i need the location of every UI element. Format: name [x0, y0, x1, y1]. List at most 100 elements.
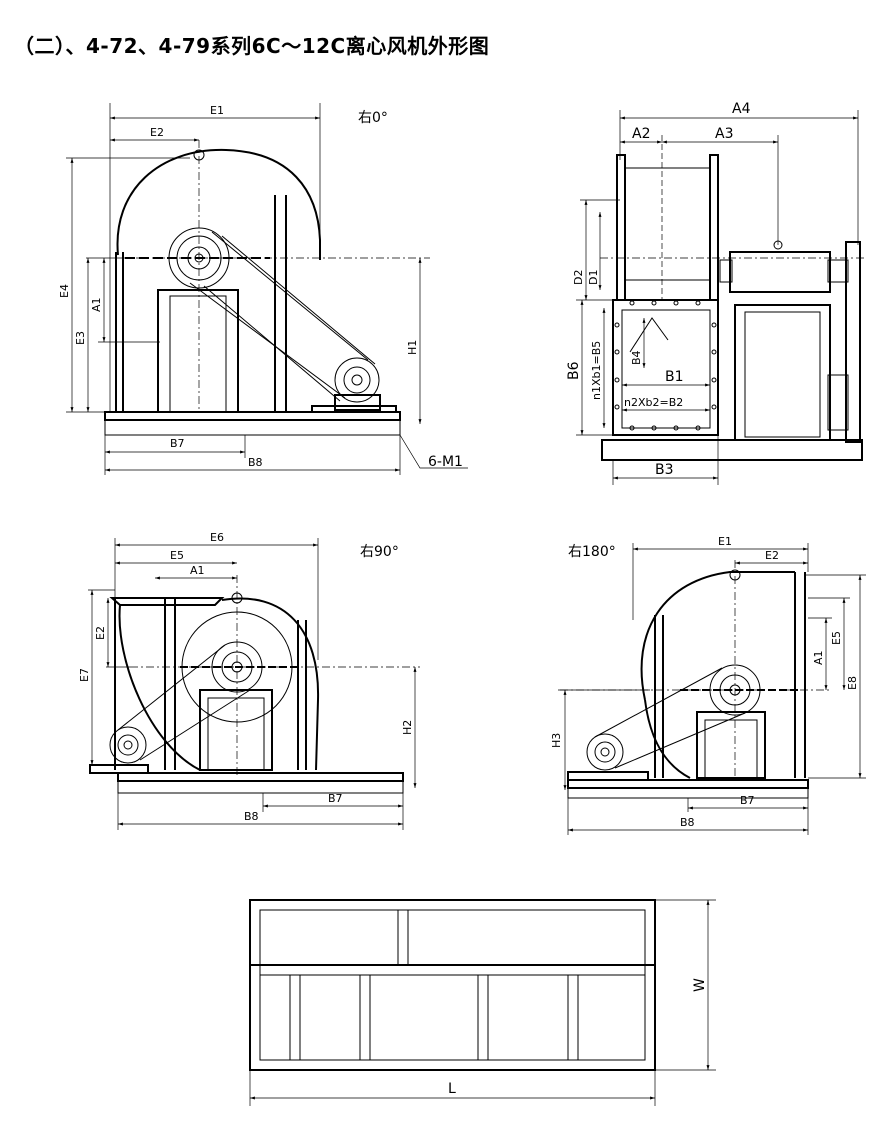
base-frame-top [117, 772, 404, 782]
bearing-pedestal [199, 689, 273, 771]
base-frame-top [567, 779, 809, 789]
motor-pulley-hub [351, 374, 363, 386]
housing-right-flange [709, 154, 719, 301]
outlet-inner [621, 309, 711, 429]
base-frame-side [567, 787, 809, 799]
view-title-right-0: 右0° [358, 110, 388, 126]
bearing-pedestal-inner [704, 719, 758, 779]
view-right-90: 右90° E [78, 531, 420, 830]
label-a2: A2 [632, 126, 650, 142]
label-e2: E2 [765, 549, 779, 562]
motor-pulley-mid [594, 741, 616, 763]
leader-m1 [399, 434, 468, 469]
label-a1: A1 [90, 297, 103, 312]
base-outer [249, 899, 656, 1071]
bearing-pedestal [696, 711, 766, 779]
grease-nipple [773, 240, 783, 250]
outlet-top [109, 597, 225, 606]
belt-lower [139, 689, 251, 761]
fan-casing [116, 148, 321, 260]
label-b8: B8 [248, 456, 263, 469]
label-a1: A1 [190, 564, 205, 577]
label-e4: E4 [58, 284, 71, 298]
motor-pulley-outer [109, 726, 147, 764]
bearing-pedestal-inner [207, 697, 265, 771]
label-e7: E7 [78, 668, 91, 682]
outlet-flange [612, 299, 719, 436]
label-d2: D2 [572, 270, 585, 285]
outlet-damper [629, 317, 669, 353]
label-b6: B6 [566, 361, 582, 380]
motor-pulley-hub [123, 740, 133, 750]
housing-left-flange [616, 154, 626, 301]
shaft-right-end [827, 259, 849, 283]
label-d1: D1 [587, 270, 600, 285]
motor-side [827, 374, 849, 431]
label-n1: n1Xb1=B5 [590, 341, 603, 400]
belt-upper-2 [221, 235, 376, 365]
label-e2: E2 [94, 626, 107, 640]
pedestal-inner [744, 311, 821, 438]
label-e2: E2 [150, 126, 164, 139]
bearing-housing [729, 251, 831, 293]
motor-pulley-outer [586, 733, 624, 771]
belt-lower-2 [203, 285, 341, 402]
label-b7: B7 [740, 794, 755, 807]
view-right-0: 右0° [58, 103, 468, 475]
motor-rail [567, 771, 649, 781]
belt-upper [117, 644, 226, 731]
label-e5: E5 [170, 549, 184, 562]
label-m1: 6-M1 [428, 454, 463, 470]
label-b7: B7 [328, 792, 343, 805]
view-side: A4 A2 A3 [566, 101, 865, 485]
motor-rail [89, 764, 149, 774]
casing-curve [640, 571, 795, 701]
belt-lower [189, 282, 346, 399]
motor-pulley-outer [334, 357, 380, 403]
label-b7: B7 [170, 437, 185, 450]
shaft-left-end [719, 259, 733, 283]
label-e6: E6 [210, 531, 224, 544]
label-l: L [448, 1081, 456, 1097]
casing-curve [118, 604, 201, 771]
label-e1: E1 [718, 535, 732, 548]
label-b8: B8 [680, 816, 695, 829]
motor-pulley-hub [600, 747, 610, 757]
pulley-side [845, 241, 861, 443]
label-e3: E3 [74, 331, 87, 345]
bearing-pedestal-inner [169, 295, 227, 413]
motor-base [334, 394, 381, 411]
label-a3: A3 [715, 126, 733, 142]
label-b4: B4 [630, 350, 643, 365]
label-w: W [692, 978, 708, 992]
label-a1: A1 [812, 650, 825, 665]
label-e1: E1 [210, 104, 224, 117]
motor-pulley-mid [117, 734, 139, 756]
motor-rail [311, 405, 397, 413]
belt-upper [594, 667, 723, 738]
base-frame-side [104, 419, 401, 436]
bolt-holes [614, 300, 717, 431]
label-e5: E5 [830, 631, 843, 645]
side-base [601, 439, 863, 461]
label-a4: A4 [732, 101, 751, 117]
label-n2: n2Xb2=B2 [624, 396, 683, 409]
view-right-180: 右180° E1 [550, 535, 866, 835]
page-title: （二）、4-72、4-79系列6C～12C离心风机外形图 [14, 34, 490, 58]
base-frame-side [117, 780, 404, 794]
belt-lower [614, 712, 746, 769]
label-h1: H1 [406, 340, 419, 355]
label-h3: H3 [550, 733, 563, 748]
view-base-plan: W L [249, 899, 716, 1106]
motor-pulley-mid [343, 366, 371, 394]
base-frame-top [104, 411, 401, 421]
pedestal-box [734, 304, 831, 441]
view-title-right-90: 右90° [360, 544, 399, 560]
label-h2: H2 [401, 720, 414, 735]
base-inner [259, 909, 646, 1061]
label-e8: E8 [846, 676, 859, 690]
label-b3: B3 [655, 462, 674, 478]
belt-upper [211, 231, 369, 361]
casing-right [221, 597, 320, 771]
